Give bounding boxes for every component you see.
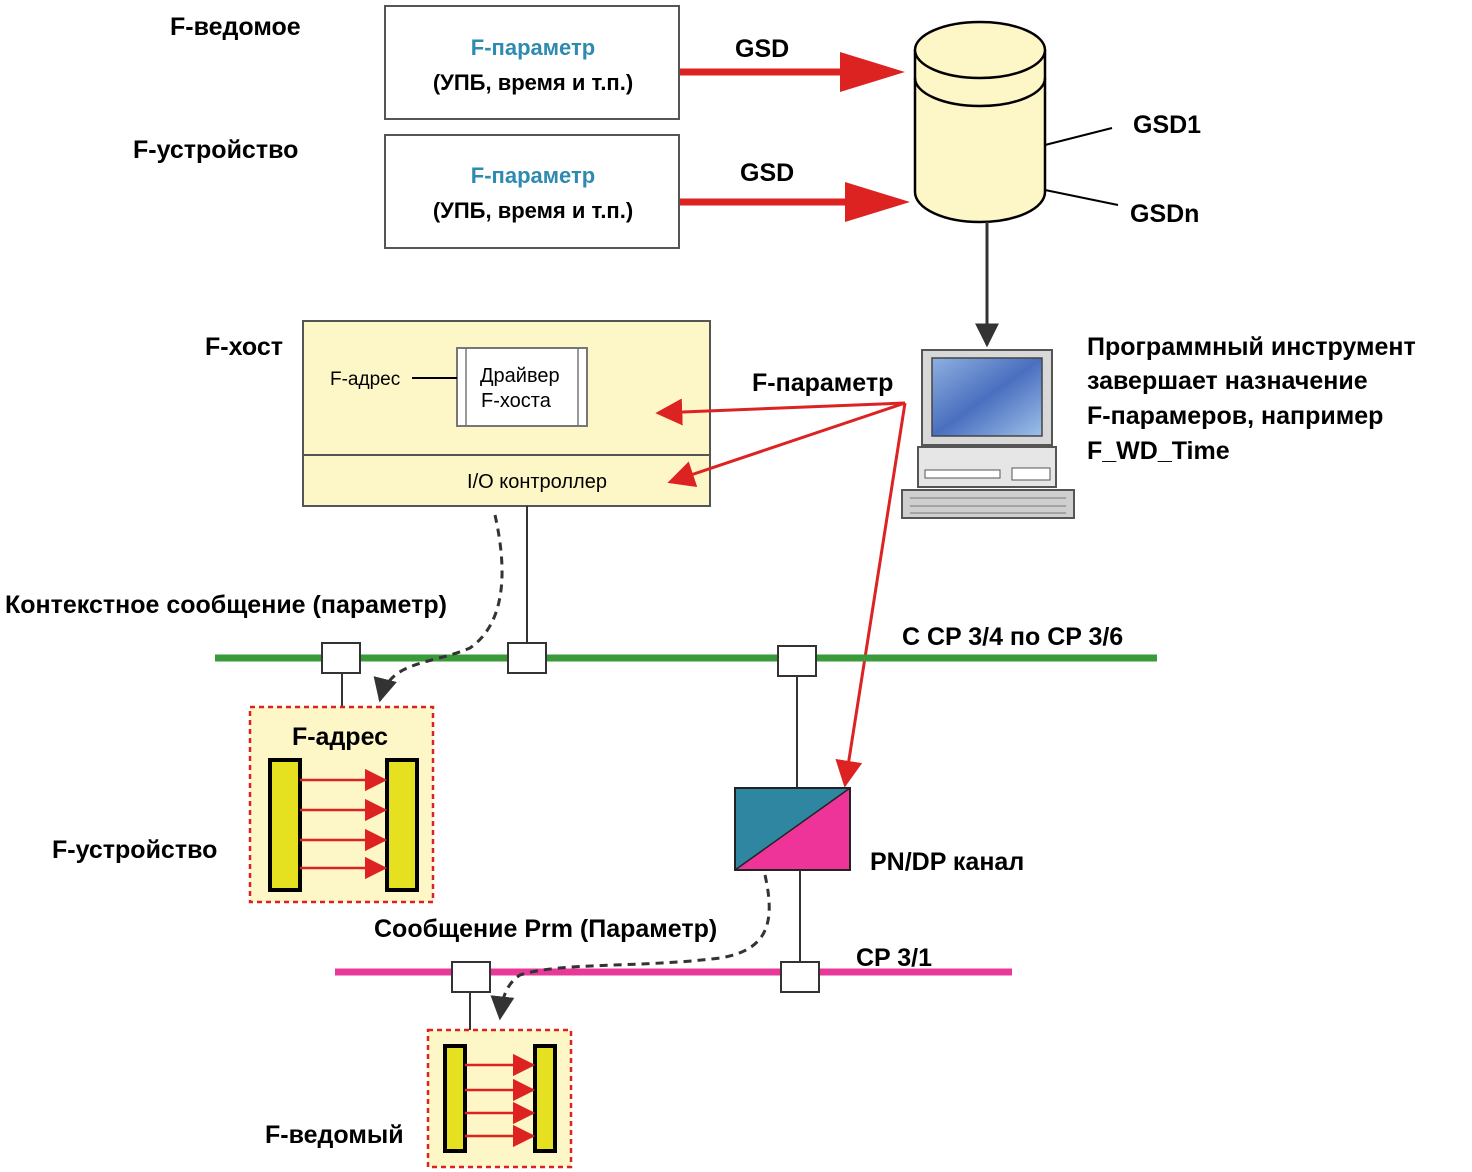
f-device-box (248, 705, 435, 904)
prm-msg-label: Сообщение Prm (Параметр) (374, 915, 717, 943)
tool-line-1: Программный инструмент (1087, 333, 1416, 361)
f-host-title: F-хост (205, 333, 283, 361)
driver-label-1: Драйвер (480, 365, 560, 387)
slave-bottom-label: F-ведомый (265, 1121, 404, 1149)
f-param-label: F-параметр (752, 369, 893, 397)
param-box-1: F-параметр (УПБ, время и т.п.) (384, 5, 680, 120)
io-controller-label: I/O контроллер (467, 471, 607, 493)
param-box-1-title: F-параметр (471, 35, 595, 60)
computer-icon (901, 349, 1075, 519)
tool-line-2: завершает назначение (1087, 367, 1368, 395)
driver-label-2: F-хоста (481, 390, 552, 412)
label-f-device-top: F-устройство (133, 136, 298, 164)
bus-range-label: С CP 3/4 по CP 3/6 (902, 623, 1123, 651)
prm-msg-path (490, 874, 771, 1021)
gsd1-label: GSD1 (1133, 111, 1201, 139)
bus-node-pndp-lower (780, 961, 820, 993)
f-param-arrow-driver (655, 398, 906, 426)
gsd-arrow-2 (680, 182, 910, 222)
cp31-label: CP 3/1 (856, 944, 932, 972)
pndp-label: PN/DP канал (870, 848, 1024, 876)
tool-description: Программный инструмент завершает назначе… (1087, 333, 1416, 465)
gsdn-leader (1044, 189, 1119, 206)
f-host-box (302, 320, 711, 507)
device-address-label: F-адрес (292, 723, 388, 751)
param-box-2-subtitle: (УПБ, время и т.п.) (433, 198, 633, 223)
bus-node-slave (451, 961, 491, 993)
host-address-label: F-адрес (330, 369, 400, 390)
label-f-slave-top: F-ведомое (170, 13, 301, 41)
tool-line-3: F-парамеров, например (1087, 402, 1383, 430)
f-slave-box (426, 1028, 573, 1169)
gsd-label-2: GSD (740, 159, 794, 187)
gsd-label-1: GSD (735, 35, 789, 63)
f-param-arrow-io (667, 401, 906, 488)
gsd1-leader (1044, 127, 1113, 146)
f-param-arrow-pndp (835, 402, 907, 788)
device-mid-label: F-устройство (52, 836, 217, 864)
param-box-2-title: F-параметр (471, 163, 595, 188)
param-box-2: F-параметр (УПБ, время и т.п.) (384, 134, 680, 249)
context-msg-path (373, 514, 504, 703)
pndp-coupler-icon (734, 787, 851, 871)
bus-node-pndp (777, 645, 817, 677)
gsdn-label: GSDn (1130, 200, 1199, 228)
gsd-database-icon (913, 20, 1047, 224)
gsd-arrow-1 (680, 52, 905, 92)
tool-line-4: F_WD_Time (1087, 437, 1230, 465)
param-box-1-subtitle: (УПБ, время и т.п.) (433, 70, 633, 95)
context-msg-label: Контекстное сообщение (параметр) (5, 591, 447, 619)
bus-node-device (321, 642, 361, 674)
bus-node-host (507, 642, 547, 674)
